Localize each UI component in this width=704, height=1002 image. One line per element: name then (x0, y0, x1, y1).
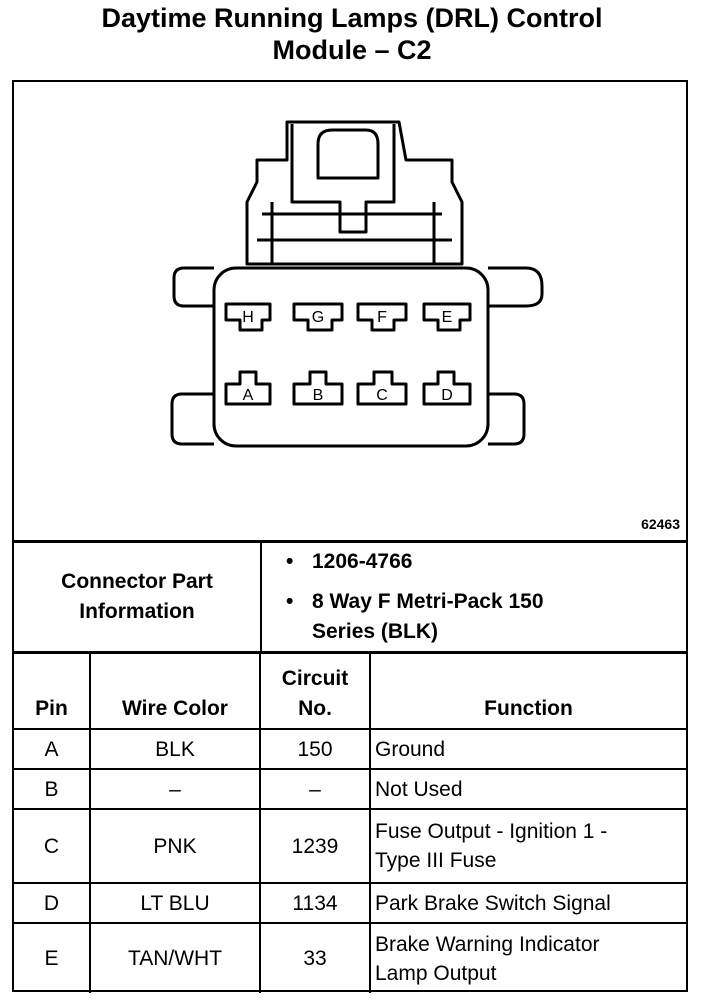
cell-function: Fuse Output - Ignition 1 - Type III Fuse (369, 808, 686, 884)
cell-function: Ground (369, 728, 686, 770)
pin-label-c: C (376, 387, 388, 404)
cell-wire: BLK (89, 728, 261, 770)
connector-diagram: H G F E A B C D 62463 (14, 82, 686, 543)
cell-circuit: 33 (259, 922, 371, 993)
table-row: B – – Not Used (14, 768, 686, 810)
part-info-label-line-2: Information (79, 600, 195, 623)
part-number-item: 1206-4766 (286, 547, 544, 577)
left-wing-lower (170, 392, 214, 446)
cell-function: Brake Warning Indicator Lamp Output (369, 922, 686, 993)
cavity-b-outline (292, 370, 344, 406)
cavity-c-outline (356, 370, 408, 406)
part-series-item: 8 Way F Metri-Pack 150 Series (BLK) (286, 587, 544, 647)
cell-circuit: 150 (259, 728, 371, 770)
cell-wire: TAN/WHT (89, 922, 261, 993)
title-line-1: Daytime Running Lamps (DRL) Control (101, 3, 603, 33)
cell-pin: E (14, 922, 91, 993)
cell-wire: – (89, 768, 261, 810)
cavity-g-outline (292, 302, 344, 332)
cell-wire: LT BLU (89, 882, 261, 924)
part-info-label: Connector Part Information (14, 543, 262, 651)
right-wing-lower (488, 392, 526, 446)
header-function: Function (369, 654, 686, 730)
pin-label-a: A (243, 387, 254, 404)
connector-face-drawing: H G F E A B C D (170, 120, 544, 448)
latch-slot (316, 128, 380, 180)
cavity-d-outline (422, 370, 472, 406)
cell-pin: B (14, 768, 91, 810)
table-row: E TAN/WHT 33 Brake Warning Indicator Lam… (14, 922, 686, 993)
pin-table: Pin Wire Color Circuit No. Function A BL… (14, 654, 686, 993)
cell-circuit: 1239 (259, 808, 371, 884)
cell-function: Park Brake Switch Signal (369, 882, 686, 924)
cavity-f-outline (356, 302, 408, 332)
latch-arm (290, 124, 396, 234)
right-wing-upper (488, 266, 544, 308)
header-pin: Pin (14, 654, 91, 730)
latch-housing (245, 120, 464, 266)
pin-label-g: G (312, 309, 324, 326)
pin-table-header: Pin Wire Color Circuit No. Function (14, 654, 686, 730)
pin-label-h: H (242, 309, 254, 326)
title-line-2: Module – C2 (272, 35, 432, 65)
cavity-e-outline (422, 302, 472, 332)
cell-circuit: 1134 (259, 882, 371, 924)
header-circuit: Circuit No. (259, 654, 371, 730)
part-info-list: 1206-4766 8 Way F Metri-Pack 150 Series … (286, 547, 544, 657)
left-wing-upper (172, 266, 214, 308)
pin-label-f: F (377, 309, 387, 326)
cavity-h-outline (224, 302, 272, 332)
pin-label-d: D (441, 387, 453, 404)
connector-body (212, 266, 490, 448)
cell-function: Not Used (369, 768, 686, 810)
part-info-label-line-1: Connector Part (61, 570, 213, 593)
cell-pin: C (14, 808, 91, 884)
cavity-a-outline (224, 370, 272, 406)
page-title: Daytime Running Lamps (DRL) Control Modu… (0, 2, 704, 66)
cell-wire: PNK (89, 808, 261, 884)
cell-circuit: – (259, 768, 371, 810)
table-row: A BLK 150 Ground (14, 728, 686, 770)
connector-part-info: Connector Part Information 1206-4766 8 W… (14, 543, 686, 654)
pin-label-e: E (442, 309, 453, 326)
pin-label-b: B (313, 387, 324, 404)
table-row: D LT BLU 1134 Park Brake Switch Signal (14, 882, 686, 924)
figure-reference-number: 62463 (641, 516, 680, 532)
connector-sheet: H G F E A B C D 62463 Connector Part Inf… (12, 80, 688, 993)
table-row: C PNK 1239 Fuse Output - Ignition 1 - Ty… (14, 808, 686, 884)
cell-pin: D (14, 882, 91, 924)
cell-pin: A (14, 728, 91, 770)
header-wire-color: Wire Color (89, 654, 261, 730)
